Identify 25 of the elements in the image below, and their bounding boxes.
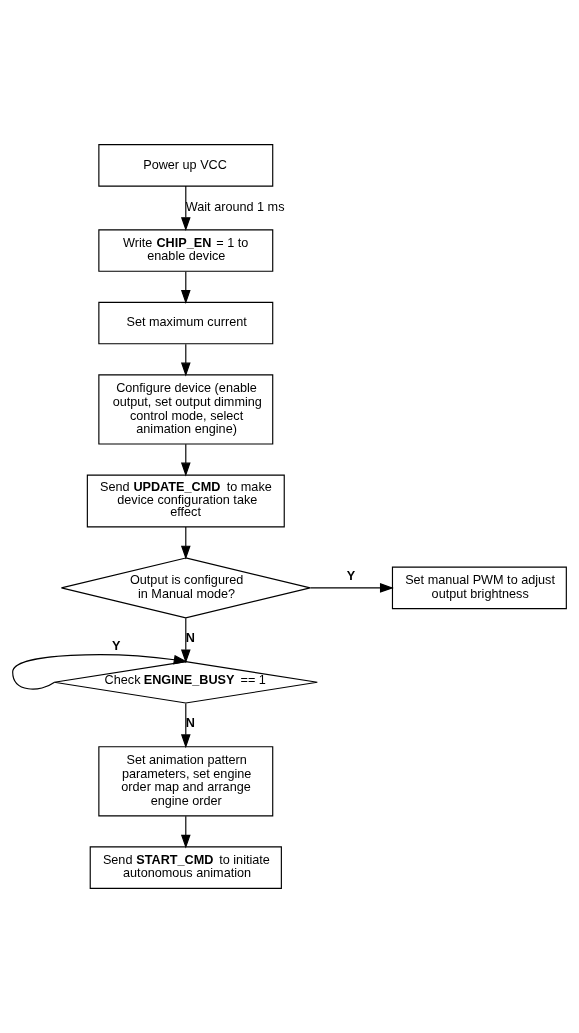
arrow [180,185,191,232]
edge-label: Wait around 1 ms [185,200,285,215]
node-box: Set animation pattern parameters, set engine order map and arrange engine order [98,746,274,817]
arrow [12,654,188,690]
node-box: Configure device (enable output, set output dimming control mode, select animation engine) [98,374,274,445]
arrow [180,443,191,477]
node-box: Send START_CMD to initiate autonomous animation [89,846,282,889]
node-box: Set manual PWM to adjust output brightness [391,566,567,610]
arrow [180,343,191,377]
arrow [180,702,191,749]
arrow [180,526,191,560]
node-box: Send UPDATE_CMD to make device configuration take effect [86,474,285,528]
edge-label: N [185,630,195,645]
edge-label: Y [111,639,121,654]
arrow [180,617,191,664]
arrow [180,815,191,849]
node-box: Power up VCC [98,144,274,187]
arrow [309,583,394,593]
edge-label: Y [346,568,356,583]
node-diamond: Check ENGINE_BUSY == 1 [53,661,318,704]
node-diamond: Output is configured in Manual mode? [60,557,311,619]
node-box: Write CHIP_EN = 1 to enable device [98,229,274,272]
edge-label: N [185,715,195,730]
node-box: Set maximum current [98,301,274,345]
arrow [180,271,191,304]
